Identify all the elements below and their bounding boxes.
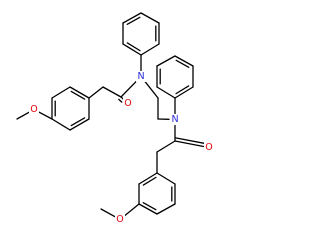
bond-f4-f5 [156,203,176,215]
bond-d1-d2 [174,86,194,99]
bond-b3-b4-second-line [126,16,141,25]
atom-label-layer: O O N N O O [29,71,214,225]
bond-a4-ch2a [88,86,104,99]
bond-c2-o3 [174,140,205,148]
bond-o1-a1 [38,111,53,120]
o-methoxy-bottom-atom: O [115,214,125,225]
bond-f3-f4-second-line [142,202,157,211]
bond-f1-f2 [138,172,158,185]
bond-d3-d4 [174,55,194,67]
bond-d4-d5 [156,55,176,67]
bond-c2-ch2b [156,140,176,153]
n-bottom-atom: N [170,114,180,125]
bond-a3-a4-second-line [70,90,86,100]
bond-f3-o4 [123,203,140,217]
bond-o4-me2 [100,208,116,218]
bond-layer [16,12,205,218]
bond-f1-f2-second-line [142,176,157,186]
bond-c2-o3-second-line [174,137,205,144]
n-top-atom: N [136,71,146,82]
bond-c1-o2-second-line [118,98,123,103]
o-carbonyl-bottom-atom: O [204,142,214,153]
bond-b1-b2-second-line [126,42,141,52]
bond-d3-d4-second-line [175,59,190,68]
o-carbonyl-top-label: O [124,98,131,109]
bond-a2-a3 [51,86,71,99]
bond-n1-e1 [144,80,159,99]
bond-b3-b4 [122,12,142,24]
bond-d1-d2-second-line [175,85,190,95]
bond-b4-b5 [140,12,160,24]
bond-c1-n1 [120,80,138,98]
bond-b1-b2 [122,43,142,56]
o-methoxy-top-label: O [30,104,37,115]
n-bottom-label: N [171,114,178,125]
n-top-label: N [137,71,144,82]
o-methoxy-top-atom: O [29,104,39,115]
bond-ch2a-c1 [102,86,122,98]
bond-b6-b1 [140,43,160,56]
o-carbonyl-bottom-label: O [205,142,212,153]
o-carbonyl-top-atom: O [123,98,133,109]
bond-f3-f4 [138,203,158,215]
bond-a5-a6 [69,118,90,131]
bond-a3-a4 [69,86,90,99]
bond-a5-a6-second-line [70,117,86,127]
bond-a6-a1 [51,118,71,131]
bond-f6-f1 [156,172,176,185]
bond-d6-d1 [156,86,176,99]
bond-me1-o1 [16,111,30,120]
o-methoxy-bottom-label: O [116,214,123,225]
chemical-structure: O O N N O O [16,12,214,225]
